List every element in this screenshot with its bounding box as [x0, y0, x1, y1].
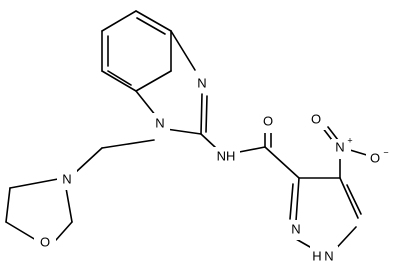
- nitro-plus-charge: +: [347, 135, 352, 145]
- bond: [346, 184, 362, 215]
- atom-O-nitro-top: O: [311, 111, 321, 126]
- bond: [107, 70, 132, 86]
- bond: [170, 30, 196, 71]
- atom-H-pyrazole: H: [312, 248, 321, 263]
- bond: [327, 126, 339, 141]
- bond: [101, 139, 155, 149]
- bond: [135, 70, 172, 92]
- bond: [55, 221, 73, 241]
- bond: [135, 10, 172, 32]
- atom-N-imidazole: N: [197, 75, 206, 90]
- bond: [165, 128, 202, 135]
- bond-layer: [5, 10, 371, 256]
- bond: [289, 183, 294, 220]
- atom-N-pyrazole-2: N: [291, 221, 300, 236]
- bond: [200, 133, 217, 149]
- bond: [295, 238, 311, 248]
- bond: [101, 10, 137, 32]
- bond: [295, 177, 300, 222]
- atom-O-nitro-side: O: [370, 150, 380, 165]
- bond: [136, 17, 166, 35]
- nitro-minus-charge: −: [383, 147, 388, 157]
- bond: [205, 95, 208, 133]
- bond: [101, 70, 137, 92]
- atom-O-morpholine: O: [40, 234, 50, 249]
- atom-N-benzimidazole: N: [155, 115, 164, 130]
- bond: [264, 146, 300, 179]
- bond: [75, 147, 103, 173]
- atom-N-pyrazole-1: N: [324, 248, 333, 263]
- atom-N-morpholine: N: [62, 171, 71, 186]
- bond: [65, 187, 73, 223]
- bond: [200, 93, 203, 135]
- atom-N-nitro: N: [335, 139, 344, 154]
- atom-label-layer: N N N O NH O N + O O − N H N: [34, 74, 389, 268]
- atom-NH-amide: NH: [217, 148, 236, 163]
- bond: [5, 187, 11, 223]
- atom-O-carbonyl: O: [263, 113, 273, 128]
- bond: [9, 178, 59, 189]
- bond: [5, 221, 37, 241]
- bond: [339, 177, 359, 219]
- bond: [135, 90, 157, 117]
